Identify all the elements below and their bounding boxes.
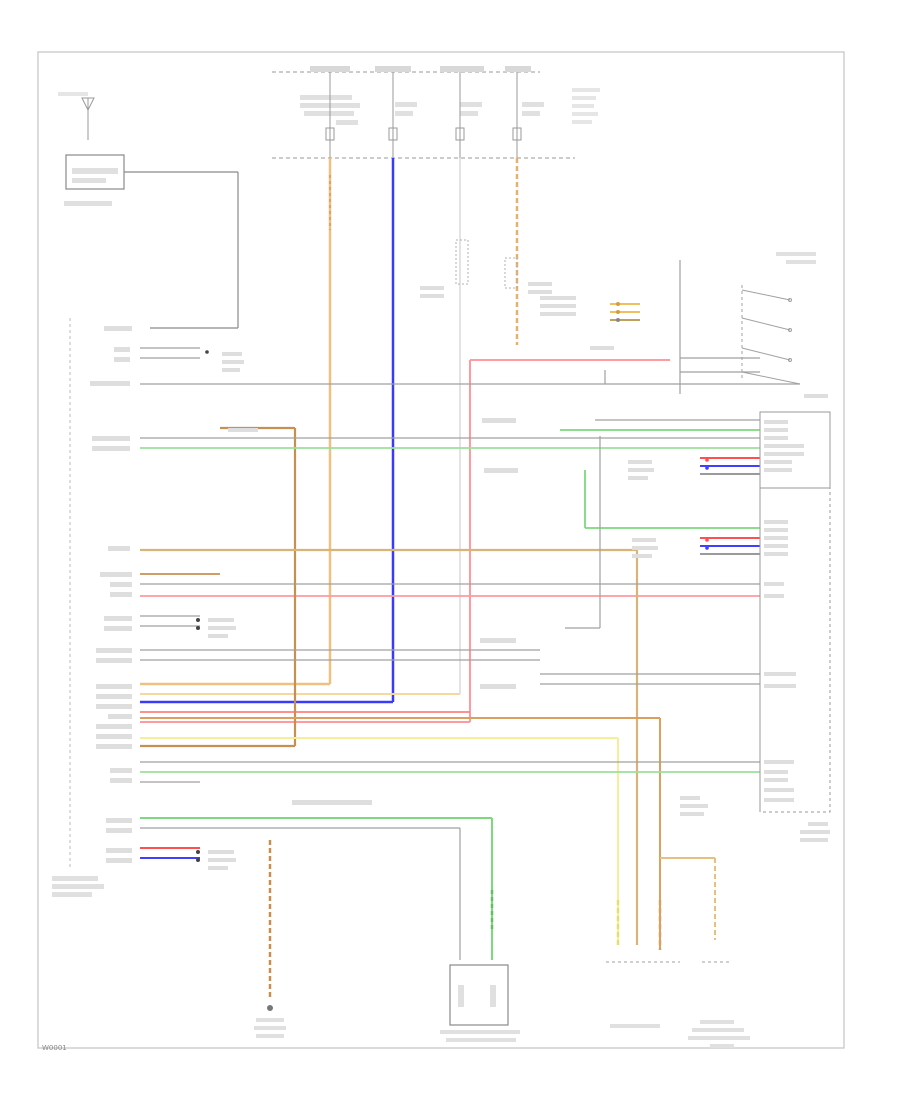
right-module-outline bbox=[759, 411, 831, 813]
wire-blue-main bbox=[140, 158, 395, 704]
wire-grey bbox=[140, 260, 800, 960]
left-connector-bar bbox=[52, 318, 104, 897]
top-fuse-labels bbox=[300, 66, 600, 125]
wire-short-colored bbox=[140, 303, 760, 859]
right-pin-labels bbox=[764, 394, 830, 842]
antenna-module bbox=[58, 92, 239, 329]
wire-orange-main bbox=[140, 158, 332, 686]
bottom-right-connectors bbox=[606, 961, 750, 1048]
diagram-frame bbox=[37, 51, 845, 1049]
middle-labels bbox=[208, 282, 708, 870]
wire-yellow bbox=[140, 737, 620, 945]
right-switch-block bbox=[741, 252, 816, 385]
wire-pale-yellow bbox=[140, 158, 469, 695]
bottom-center-module bbox=[440, 964, 520, 1042]
wire-pink bbox=[140, 359, 760, 723]
footer-code: W0001 bbox=[42, 1044, 67, 1052]
wire-green bbox=[140, 429, 760, 960]
wire-tan bbox=[140, 548, 716, 950]
wire-orange-right bbox=[504, 158, 519, 345]
small-icons bbox=[196, 302, 709, 862]
wire-brown bbox=[140, 426, 297, 748]
left-pin-labels bbox=[90, 326, 132, 863]
bottom-left-ground bbox=[254, 840, 286, 1038]
fuses bbox=[325, 72, 522, 158]
